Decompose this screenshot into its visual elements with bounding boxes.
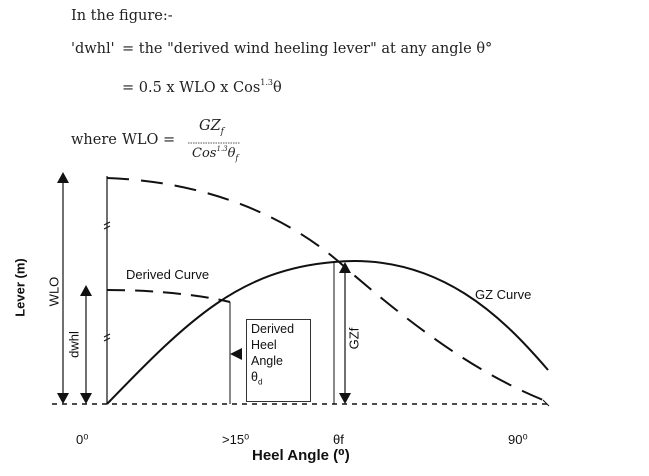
axis-break-mark — [103, 333, 111, 338]
dwhl-arrow-down — [80, 393, 92, 404]
frac-num-sub: f — [220, 126, 225, 137]
where-label: where — [71, 132, 117, 148]
y-axis-label: Lever (m) — [12, 258, 28, 317]
heel-box-line-1: Derived — [251, 322, 295, 336]
wlo-equals: WLO = — [122, 132, 176, 148]
gz-curve-label: GZ Curve — [475, 287, 532, 302]
formula-line: = 0.5 x WLO x Cos1.3θ — [122, 78, 282, 96]
derived-curve-lower — [106, 289, 231, 303]
gz-curve — [106, 260, 549, 405]
fraction-denominator: Cos1.3θf — [192, 145, 238, 163]
definition-rhs: = the "derived wind heeling lever" at an… — [122, 41, 493, 57]
frac-den-text: Cos — [192, 146, 217, 161]
gzf-arrow-down — [339, 393, 351, 404]
frac-den-exp: 1.3 — [216, 145, 228, 153]
derived-heel-angle-box: Derived Heel Angle θd — [246, 319, 311, 402]
x-axis-label: Heel Angle (⁰) — [252, 447, 350, 464]
x-axis-end-mark — [542, 399, 550, 407]
frac-num-text: GZ — [199, 118, 221, 134]
heel-box-line-4: θd — [251, 370, 262, 387]
axis-break-mark — [103, 225, 111, 230]
heel-angle-pointer — [230, 348, 242, 360]
axis-break-mark — [103, 337, 111, 342]
definition-lhs: 'dwhl' — [71, 41, 115, 57]
theta-symbol: θ — [251, 370, 258, 384]
dwhl-label: dwhl — [66, 331, 82, 358]
frac-den-sub: f — [235, 153, 239, 163]
intro-text: In the figure:- — [71, 8, 173, 24]
gzf-arrow-up — [339, 262, 351, 273]
derived-curve-label: Derived Curve — [126, 267, 210, 282]
theta-d-sub: d — [257, 377, 263, 387]
wlo-arrow-up — [57, 172, 69, 183]
x-tick-90: 90⁰ — [508, 432, 528, 447]
axis-break-mark — [103, 221, 111, 226]
formula-exponent: 1.3 — [260, 78, 274, 87]
gzf-label: GZf — [346, 327, 362, 350]
formula-text: = 0.5 x WLO x Cos — [122, 80, 261, 96]
frac-den-theta: θ — [227, 146, 236, 161]
x-tick-15: >15⁰ — [222, 432, 250, 447]
heel-box-line-3: Angle — [251, 354, 283, 368]
x-tick-0: 0⁰ — [76, 432, 89, 447]
fraction-numerator: GZf — [199, 118, 224, 137]
heel-box-line-2: Heel — [251, 338, 277, 352]
dwhl-arrow-up — [80, 285, 92, 296]
wlo-label: WLO — [46, 276, 62, 307]
formula-theta: θ — [273, 80, 282, 96]
wlo-arrow-down — [57, 393, 69, 404]
x-tick-theta-f: θf — [333, 432, 344, 447]
